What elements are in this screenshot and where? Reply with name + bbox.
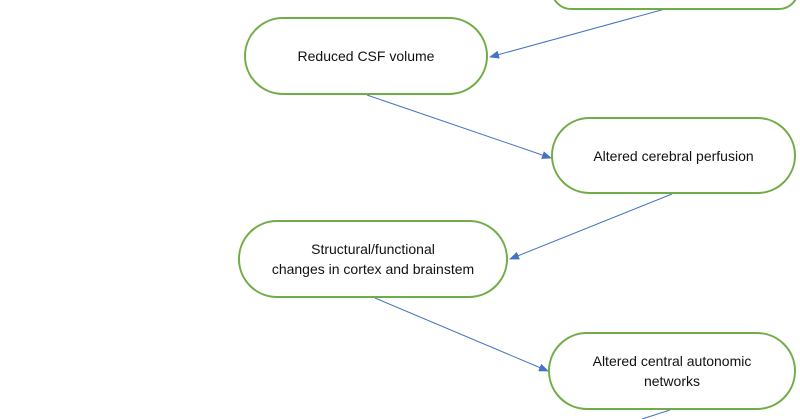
node-structural-functional-changes: Structural/functional changes in cortex … [238,220,508,298]
node-altered-central-autonomic-networks: Altered central autonomic networks [548,332,796,410]
arrow-n1-to-n2 [366,94,552,159]
node-altered-cerebral-perfusion: Altered cerebral perfusion [551,117,796,194]
node-reduced-csf-volume: Reduced CSF volume [244,17,488,95]
arrow-n4-to-offscreen [641,409,671,419]
arrow-n3-to-n4 [374,297,549,372]
node-label: Structural/functional changes in cortex … [271,241,475,277]
node-top-partial [551,0,799,10]
node-label: Reduced CSF volume [297,48,435,64]
node-label: Altered central autonomic networks [592,353,752,389]
arrow-n0-to-n1 [489,8,666,59]
node-label: Altered cerebral perfusion [593,147,754,164]
arrow-n2-to-n3 [509,193,673,260]
